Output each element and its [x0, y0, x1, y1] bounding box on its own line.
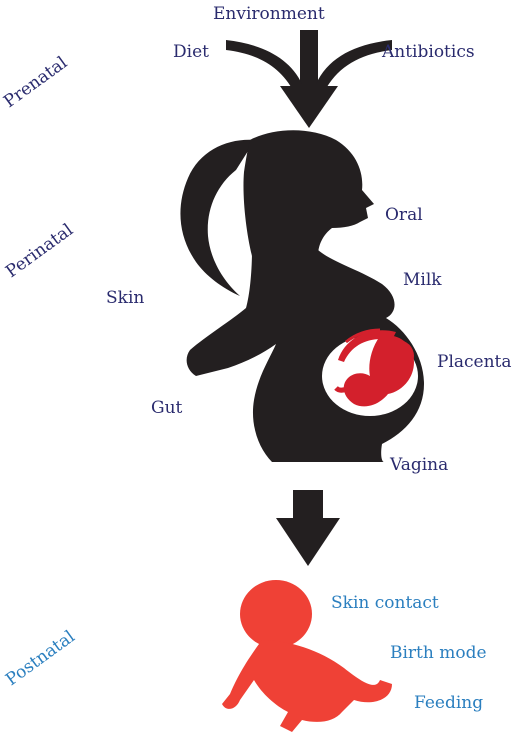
label-diet: Diet — [173, 42, 209, 62]
down-arrow — [276, 490, 340, 566]
label-birth-mode: Birth mode — [390, 643, 487, 663]
label-antibiotics: Antibiotics — [382, 42, 475, 62]
label-gut: Gut — [151, 398, 182, 418]
label-skin: Skin — [106, 288, 144, 308]
label-skin-contact: Skin contact — [331, 593, 439, 613]
label-environment: Environment — [213, 4, 325, 24]
label-oral: Oral — [385, 205, 423, 225]
label-feeding: Feeding — [414, 693, 483, 713]
label-milk: Milk — [403, 270, 442, 290]
label-placenta: Placenta — [437, 352, 512, 372]
converging-arrow — [226, 30, 392, 128]
label-vagina: Vagina — [390, 455, 448, 475]
